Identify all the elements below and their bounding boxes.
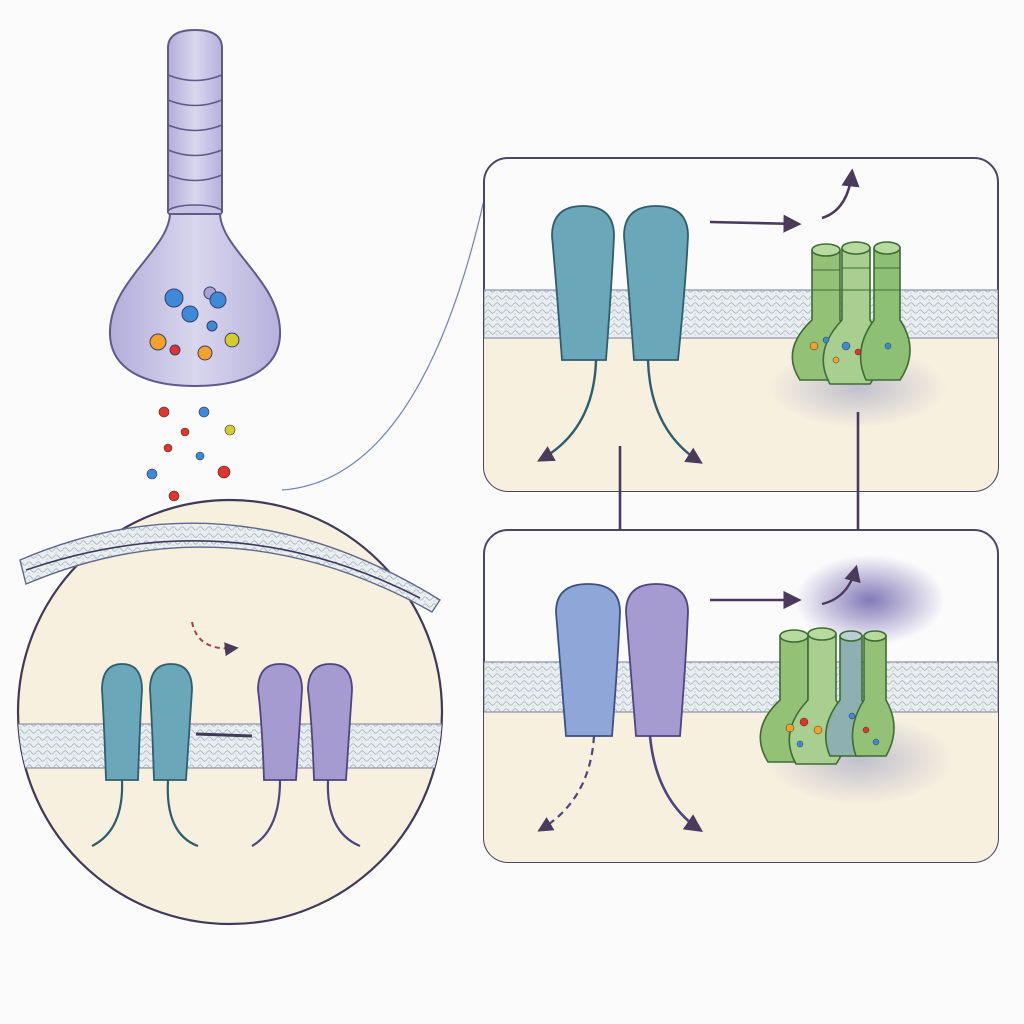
postsynaptic-membrane [18,723,442,769]
arrow-to-channel [709,214,802,233]
presynaptic-membrane-arc [19,522,441,613]
ion-channel-cluster-open [759,627,895,765]
receptor-pair-teal [91,663,199,848]
arrow-signal-release [821,564,861,606]
diffuse-signal-haze [795,555,945,645]
vesicle-contents [149,286,240,361]
zoom-circle-panel [16,498,444,926]
ion-channel-cluster [791,241,911,385]
axon-rings [167,74,223,182]
zoom-leader-line [281,199,485,491]
terminal-bulb [108,213,282,388]
receptor-pair-purple [251,663,361,848]
axon-shaft [167,28,223,213]
panel-bottom-right [483,529,999,863]
presynaptic-terminal [108,28,282,388]
binding-arrow [191,621,239,657]
receptor-pair-activated [537,205,703,464]
panel-top-right [483,157,999,492]
arrow-outflow [821,168,860,220]
receptor-heterodimer [537,583,704,833]
